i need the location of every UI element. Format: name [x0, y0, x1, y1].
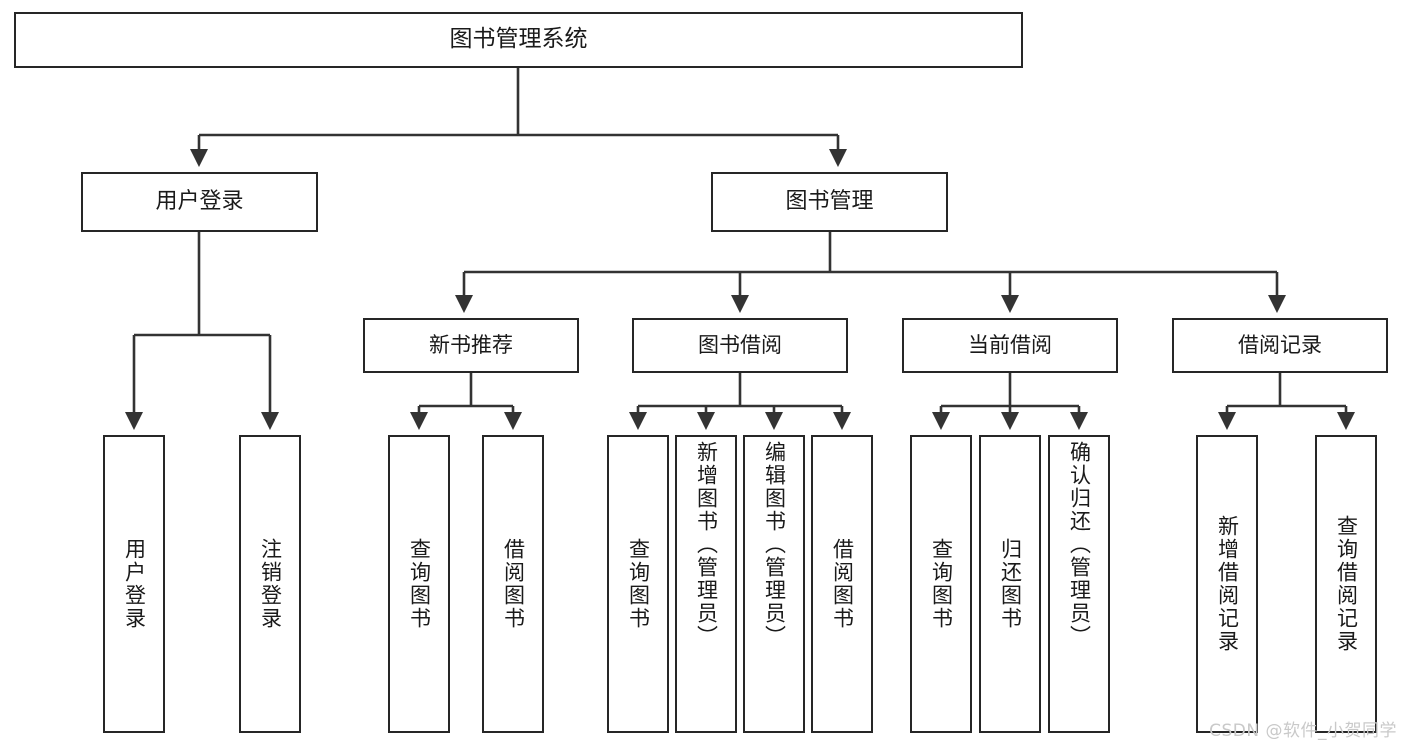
node-leaf-return-book-label: 归还图书	[998, 538, 1023, 630]
node-new-book-recommend[interactable]: 新书推荐	[363, 318, 579, 373]
node-user-login[interactable]: 用户登录	[81, 172, 318, 232]
node-borrow-record-label: 借阅记录	[1238, 333, 1322, 358]
node-leaf-query-book-3-label: 查询图书	[929, 538, 954, 630]
node-leaf-query-book-2[interactable]: 查询图书	[607, 435, 669, 733]
node-leaf-logout-label: 注销登录	[258, 538, 283, 630]
node-leaf-borrow-book-1-label: 借阅图书	[501, 538, 526, 630]
node-leaf-add-record-label: 新增借阅记录	[1215, 515, 1240, 653]
node-leaf-query-book-3[interactable]: 查询图书	[910, 435, 972, 733]
node-leaf-add-book[interactable]: 新增图书（管理员）	[675, 435, 737, 733]
node-leaf-return-book[interactable]: 归还图书	[979, 435, 1041, 733]
node-book-manage[interactable]: 图书管理	[711, 172, 948, 232]
node-leaf-confirm-return-label: 确认归还（管理员）	[1067, 441, 1092, 648]
node-current-borrow[interactable]: 当前借阅	[902, 318, 1118, 373]
node-book-borrow[interactable]: 图书借阅	[632, 318, 848, 373]
node-leaf-add-record[interactable]: 新增借阅记录	[1196, 435, 1258, 733]
node-book-borrow-label: 图书借阅	[698, 333, 782, 358]
node-leaf-borrow-book-2[interactable]: 借阅图书	[811, 435, 873, 733]
node-leaf-edit-book-label: 编辑图书（管理员）	[762, 441, 787, 648]
node-leaf-logout[interactable]: 注销登录	[239, 435, 301, 733]
node-leaf-borrow-book-1[interactable]: 借阅图书	[482, 435, 544, 733]
node-leaf-query-record-label: 查询借阅记录	[1334, 515, 1359, 653]
node-book-manage-label: 图书管理	[785, 189, 874, 215]
node-leaf-query-book-1[interactable]: 查询图书	[388, 435, 450, 733]
node-leaf-user-login-label: 用户登录	[122, 538, 147, 630]
node-leaf-query-book-1-label: 查询图书	[407, 538, 432, 630]
node-current-borrow-label: 当前借阅	[968, 333, 1052, 358]
node-new-book-recommend-label: 新书推荐	[429, 333, 513, 358]
node-leaf-query-record[interactable]: 查询借阅记录	[1315, 435, 1377, 733]
node-leaf-query-book-2-label: 查询图书	[626, 538, 651, 630]
csdn-watermark: CSDN @软件_小贺同学	[1209, 721, 1397, 741]
node-root[interactable]: 图书管理系统	[14, 12, 1023, 68]
node-leaf-confirm-return[interactable]: 确认归还（管理员）	[1048, 435, 1110, 733]
node-user-login-label: 用户登录	[155, 189, 244, 215]
node-leaf-borrow-book-2-label: 借阅图书	[830, 538, 855, 630]
node-borrow-record[interactable]: 借阅记录	[1172, 318, 1388, 373]
node-leaf-edit-book[interactable]: 编辑图书（管理员）	[743, 435, 805, 733]
node-leaf-add-book-label: 新增图书（管理员）	[694, 441, 719, 648]
node-leaf-user-login[interactable]: 用户登录	[103, 435, 165, 733]
node-root-label: 图书管理系统	[449, 26, 588, 53]
